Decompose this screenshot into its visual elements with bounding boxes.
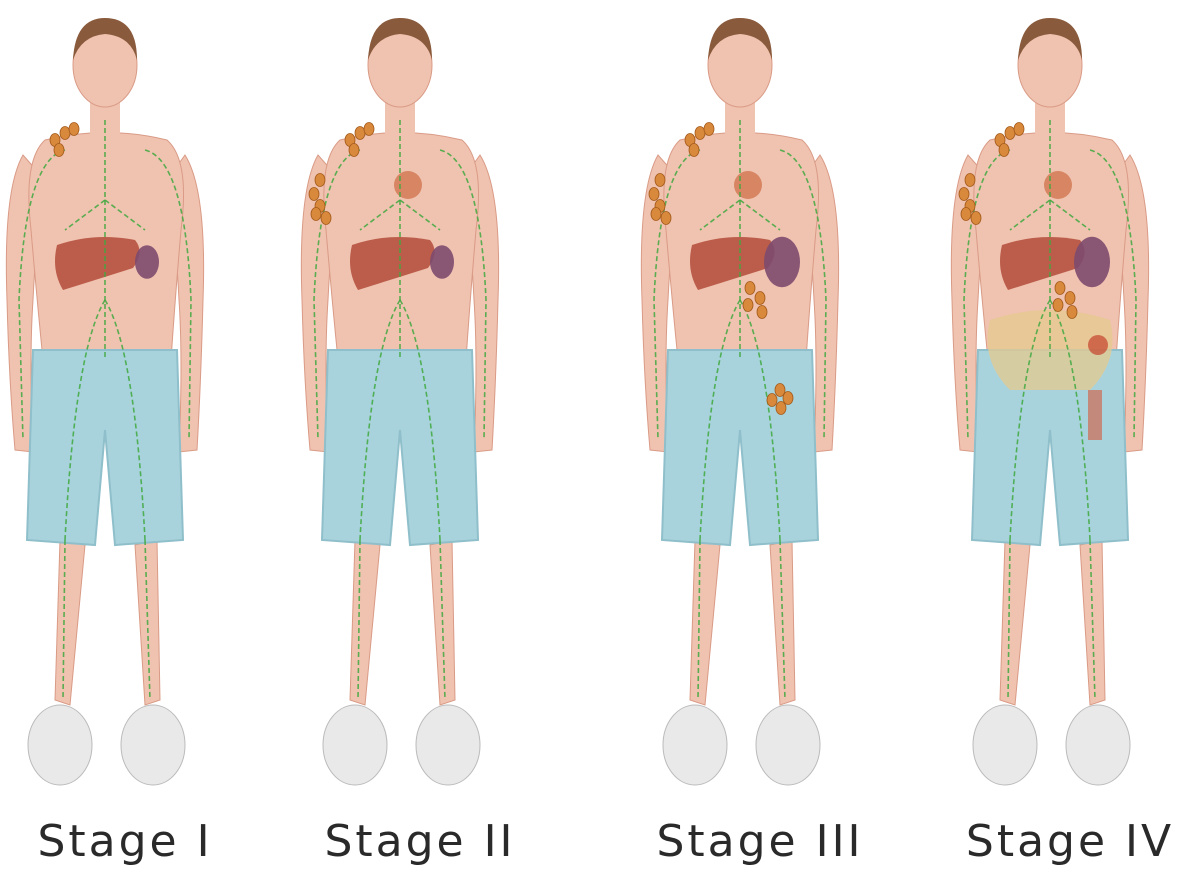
lymph-node-neck bbox=[69, 123, 79, 136]
stage-1-figure: Stage I bbox=[0, 0, 265, 881]
lymph-node-neck bbox=[1014, 123, 1024, 136]
right-shoe bbox=[1066, 705, 1130, 785]
lymph-node-abdomen bbox=[1065, 292, 1075, 305]
lymph-node-armpit bbox=[961, 208, 971, 221]
lymph-node-abdomen bbox=[757, 306, 767, 319]
right-shoe bbox=[756, 705, 820, 785]
lymph-node-neck bbox=[689, 144, 699, 157]
lymph-node-abdomen bbox=[1055, 282, 1065, 295]
femur-lesion bbox=[1088, 390, 1102, 440]
lymph-node-armpit bbox=[971, 212, 981, 225]
lymph-node-armpit bbox=[965, 174, 975, 187]
lymph-node-neck bbox=[349, 144, 359, 157]
chest-tumor bbox=[734, 171, 762, 199]
left-leg bbox=[690, 540, 720, 705]
chest-tumor bbox=[394, 171, 422, 199]
stage-4-figure: Stage IV bbox=[930, 0, 1193, 881]
lymph-node-neck bbox=[60, 127, 70, 140]
shorts bbox=[27, 350, 183, 545]
lymph-node-armpit bbox=[315, 174, 325, 187]
lymph-node-neck bbox=[364, 123, 374, 136]
lymph-node-armpit bbox=[649, 188, 659, 201]
spleen bbox=[764, 237, 800, 287]
lymph-node-armpit bbox=[311, 208, 321, 221]
lymph-node-armpit bbox=[959, 188, 969, 201]
lymph-node-armpit bbox=[321, 212, 331, 225]
left-leg bbox=[55, 540, 85, 705]
stage-label: Stage III bbox=[620, 816, 900, 867]
lymph-node-neck bbox=[355, 127, 365, 140]
left-shoe bbox=[663, 705, 727, 785]
shorts bbox=[662, 350, 818, 545]
lymph-node-armpit bbox=[655, 174, 665, 187]
body-illustration bbox=[0, 0, 265, 800]
body-illustration bbox=[620, 0, 900, 800]
spleen bbox=[1074, 237, 1110, 287]
right-shoe bbox=[121, 705, 185, 785]
left-leg bbox=[350, 540, 380, 705]
lymph-node-neck bbox=[704, 123, 714, 136]
body-illustration bbox=[930, 0, 1193, 800]
chest-tumor bbox=[1044, 171, 1072, 199]
lymph-node-neck bbox=[54, 144, 64, 157]
lymph-node-abdomen bbox=[755, 292, 765, 305]
bone-lesion bbox=[1088, 335, 1108, 355]
lymph-node-groin bbox=[783, 392, 793, 405]
lymph-node-abdomen bbox=[743, 299, 753, 312]
left-shoe bbox=[323, 705, 387, 785]
lymph-node-groin bbox=[767, 394, 777, 407]
lymph-node-groin bbox=[776, 402, 786, 415]
lymph-node-abdomen bbox=[1067, 306, 1077, 319]
left-leg bbox=[1000, 540, 1030, 705]
stage-label: Stage II bbox=[280, 816, 560, 867]
lymph-node-neck bbox=[695, 127, 705, 140]
lymph-node-neck bbox=[1005, 127, 1015, 140]
right-shoe bbox=[416, 705, 480, 785]
lymph-node-neck bbox=[999, 144, 1009, 157]
stage-2-figure: Stage II bbox=[280, 0, 560, 881]
stage-3-figure: Stage III bbox=[620, 0, 900, 881]
lymph-node-abdomen bbox=[745, 282, 755, 295]
lymph-node-armpit bbox=[651, 208, 661, 221]
stage-label: Stage I bbox=[0, 816, 265, 867]
lymph-node-abdomen bbox=[1053, 299, 1063, 312]
spleen bbox=[430, 245, 454, 279]
lymph-node-armpit bbox=[309, 188, 319, 201]
shorts bbox=[322, 350, 478, 545]
body-illustration bbox=[280, 0, 560, 800]
left-shoe bbox=[973, 705, 1037, 785]
spleen bbox=[135, 245, 159, 279]
stage-label: Stage IV bbox=[930, 816, 1193, 867]
left-shoe bbox=[28, 705, 92, 785]
lymph-node-armpit bbox=[661, 212, 671, 225]
